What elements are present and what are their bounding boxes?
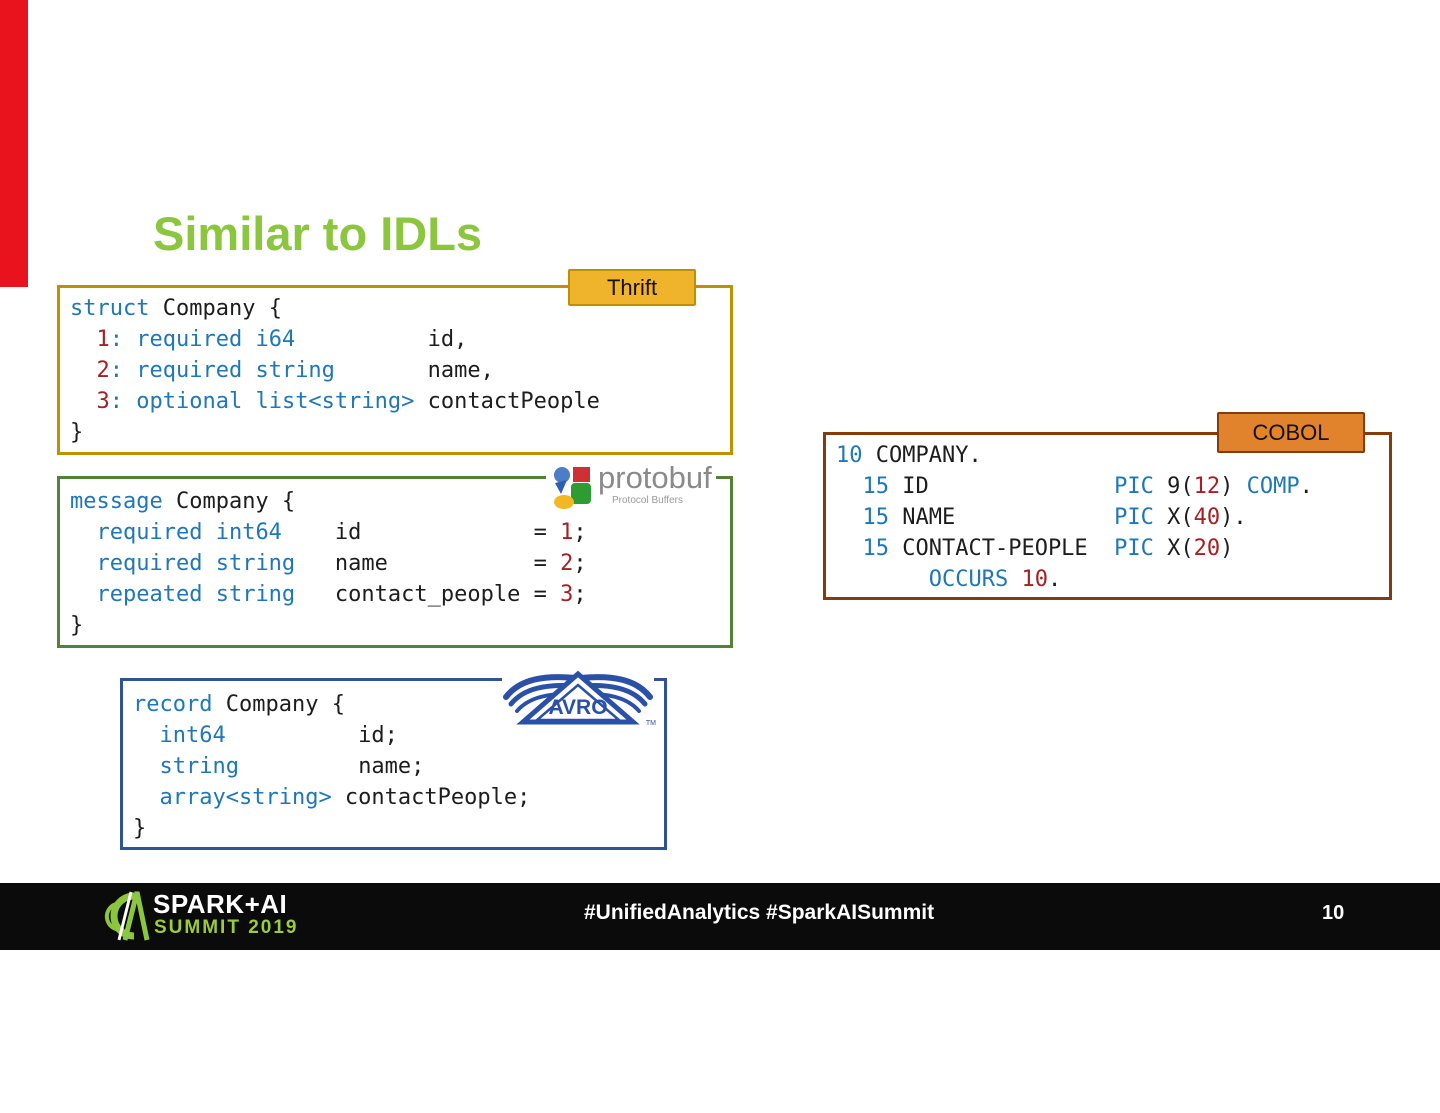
brand-spark-ai: SPARK+AI [153,889,288,919]
protobuf-subtext: Protocol Buffers [612,495,683,506]
avro-logo: AVRO TM [502,669,656,729]
thrift-code: struct Company { 1: required i64 id, 2: … [70,296,600,445]
thrift-tab-label: Thrift [568,269,696,306]
cobol-code: 10 COMPANY. 15 ID PIC 9(12) COMP. 15 NAM… [836,443,1313,592]
cobol-tab-label: COBOL [1217,412,1365,453]
svg-text:AVRO: AVRO [548,696,607,719]
red-accent-bar [0,0,28,287]
protobuf-wordmark: protobuf [598,460,712,495]
spark-ai-summit-logo-icon [94,888,150,949]
footer-bar: SPARK+AI SUMMIT 2019 #UnifiedAnalytics #… [0,883,1440,950]
footer-hashtags: #UnifiedAnalytics #SparkAISummit [584,901,935,924]
page-title: Similar to IDLs [153,207,483,260]
avro-wings-icon: AVRO [503,670,653,725]
avro-code: record Company { int64 id; string name; … [133,692,531,841]
page-number: 10 [1322,902,1345,924]
brand-summit-2019: SUMMIT 2019 [154,917,299,938]
protobuf-icon [552,466,594,515]
cobol-code-box [823,432,1392,600]
protobuf-code: message Company { required int64 id = 1;… [70,489,587,638]
protobuf-logo: protobuf Protocol Buffers [546,460,716,515]
avro-trademark: TM [645,720,656,727]
thrift-code-box [57,285,733,455]
